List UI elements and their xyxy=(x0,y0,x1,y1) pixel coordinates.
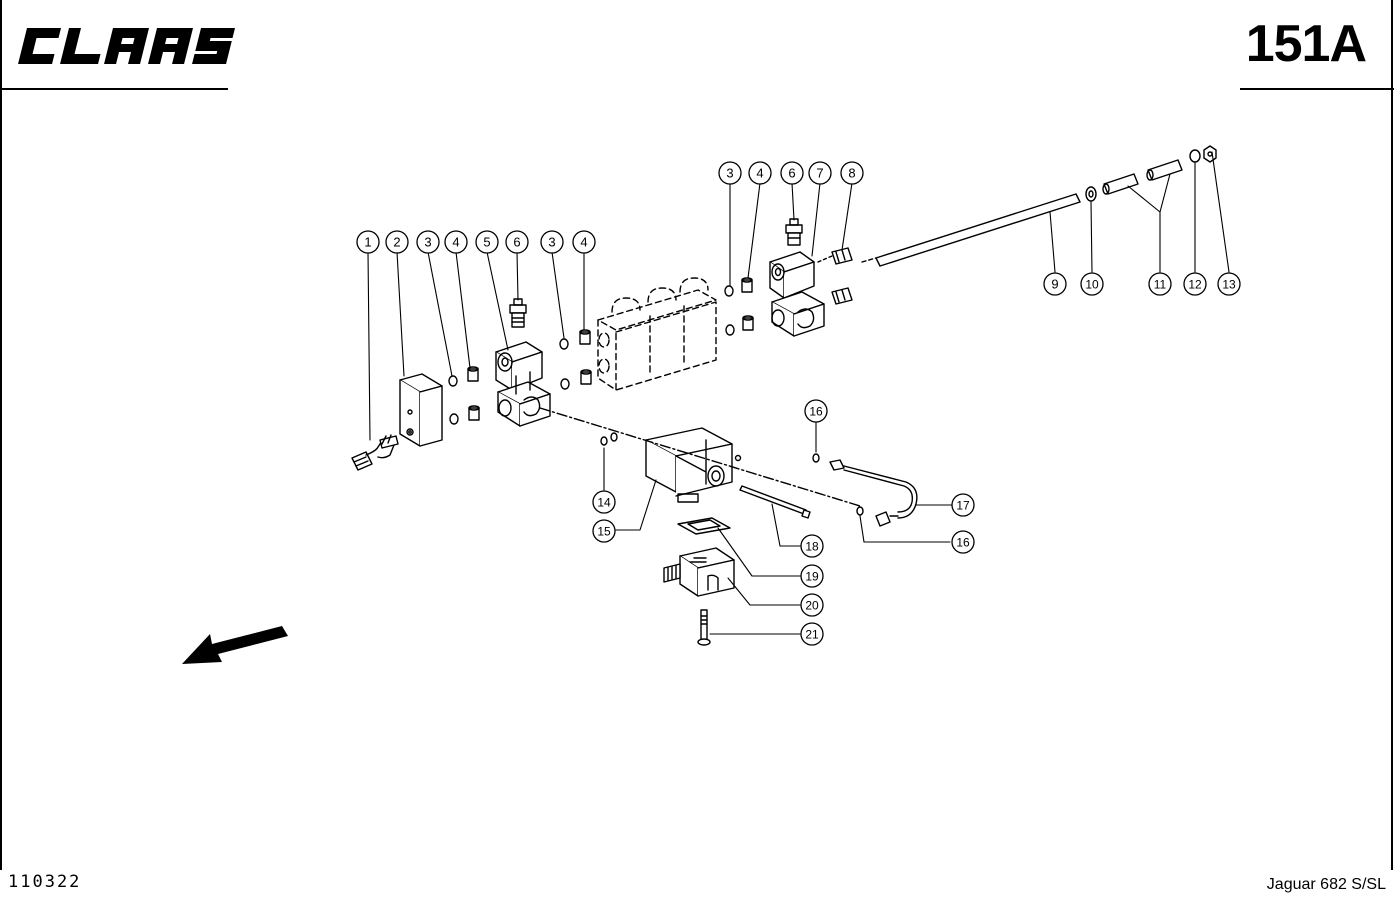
callout-label: 13 xyxy=(1222,278,1236,292)
part-3-orings-left xyxy=(448,285,735,425)
part-17-pipe xyxy=(829,459,918,527)
callout-2: 2 xyxy=(385,230,409,254)
callout-5: 5 xyxy=(475,230,499,254)
callout-17: 17 xyxy=(951,493,975,517)
part-16-orings xyxy=(812,453,864,516)
callout-4: 4 xyxy=(748,161,772,185)
callout-label: 4 xyxy=(756,166,763,181)
callout-14: 14 xyxy=(592,490,616,514)
callout-label: 4 xyxy=(580,235,587,250)
callout-6: 6 xyxy=(505,230,529,254)
callout-10: 10 xyxy=(1080,272,1104,296)
arrow-down-left-icon xyxy=(182,626,288,664)
callout-label: 14 xyxy=(597,496,611,510)
callout-label: 6 xyxy=(513,235,520,250)
callout-label: 8 xyxy=(848,166,855,181)
callout-13: 13 xyxy=(1217,272,1241,296)
part-15-solenoid-block xyxy=(645,427,742,503)
callout-label: 18 xyxy=(805,540,819,554)
callout-19: 19 xyxy=(800,564,824,588)
part-7-valve-body xyxy=(769,251,825,337)
part-21-screw xyxy=(697,609,711,646)
callout-11: 11 xyxy=(1148,272,1172,296)
callout-3: 3 xyxy=(718,161,742,185)
callout-7: 7 xyxy=(808,161,832,185)
part-11-tubes xyxy=(1102,159,1183,195)
callout-15: 15 xyxy=(592,519,616,543)
part-6-fitting-right xyxy=(785,218,803,246)
claas-logo xyxy=(18,28,236,64)
callout-label: 16 xyxy=(956,536,970,550)
callout-label: 3 xyxy=(424,235,431,250)
callout-6: 6 xyxy=(780,161,804,185)
part-14-orings xyxy=(600,432,618,446)
callout-1: 1 xyxy=(356,230,380,254)
callout-label: 6 xyxy=(788,166,795,181)
machine-model: Jaguar 682 S/SL xyxy=(1266,876,1386,893)
document-number: 110322 xyxy=(8,872,82,892)
callout-20: 20 xyxy=(800,593,824,617)
callout-label: 19 xyxy=(805,570,819,584)
part-4-sleeves xyxy=(467,277,754,421)
callout-label: 10 xyxy=(1085,278,1099,292)
callout-3: 3 xyxy=(540,230,564,254)
part-18-bolt xyxy=(739,485,811,519)
callout-8: 8 xyxy=(840,161,864,185)
callout-label: 12 xyxy=(1188,278,1202,292)
page-number: 151A xyxy=(1245,15,1367,73)
leader-lines xyxy=(367,151,1230,635)
callout-label: 5 xyxy=(483,235,490,250)
part-8-fittings xyxy=(817,247,853,305)
callout-21: 21 xyxy=(800,622,824,646)
callout-label: 4 xyxy=(452,235,459,250)
callout-9: 9 xyxy=(1043,272,1067,296)
callout-16: 16 xyxy=(951,530,975,554)
part-6-fitting-left xyxy=(509,298,527,328)
center-line xyxy=(539,407,861,507)
callout-label: 9 xyxy=(1051,277,1058,292)
part-5-valve-body xyxy=(495,341,551,427)
callout-12: 12 xyxy=(1183,272,1207,296)
callout-label: 17 xyxy=(956,499,970,513)
callout-4: 4 xyxy=(572,230,596,254)
callout-label: 3 xyxy=(726,166,733,181)
part-1-fitting xyxy=(351,434,399,471)
phantom-valve-stack xyxy=(597,277,717,391)
callout-label: 3 xyxy=(548,235,555,250)
callout-16: 16 xyxy=(804,399,828,423)
part-9-rod xyxy=(861,193,1081,267)
part-12-washer xyxy=(1189,149,1201,163)
callout-label: 1 xyxy=(364,235,371,250)
callout-label: 7 xyxy=(816,166,823,181)
callout-4: 4 xyxy=(444,230,468,254)
part-2-block xyxy=(399,373,443,447)
callout-label: 11 xyxy=(1154,278,1167,292)
callout-label: 16 xyxy=(809,405,823,419)
part-10-washer xyxy=(1085,186,1097,202)
callout-label: 21 xyxy=(805,628,819,642)
callout-label: 20 xyxy=(805,599,819,613)
part-19-gasket xyxy=(677,517,731,535)
part-13-nut xyxy=(1203,145,1217,163)
callout-label: 2 xyxy=(393,235,400,250)
part-20-coil xyxy=(663,547,735,597)
callout-18: 18 xyxy=(800,534,824,558)
callout-label: 15 xyxy=(597,525,611,539)
callout-3: 3 xyxy=(416,230,440,254)
